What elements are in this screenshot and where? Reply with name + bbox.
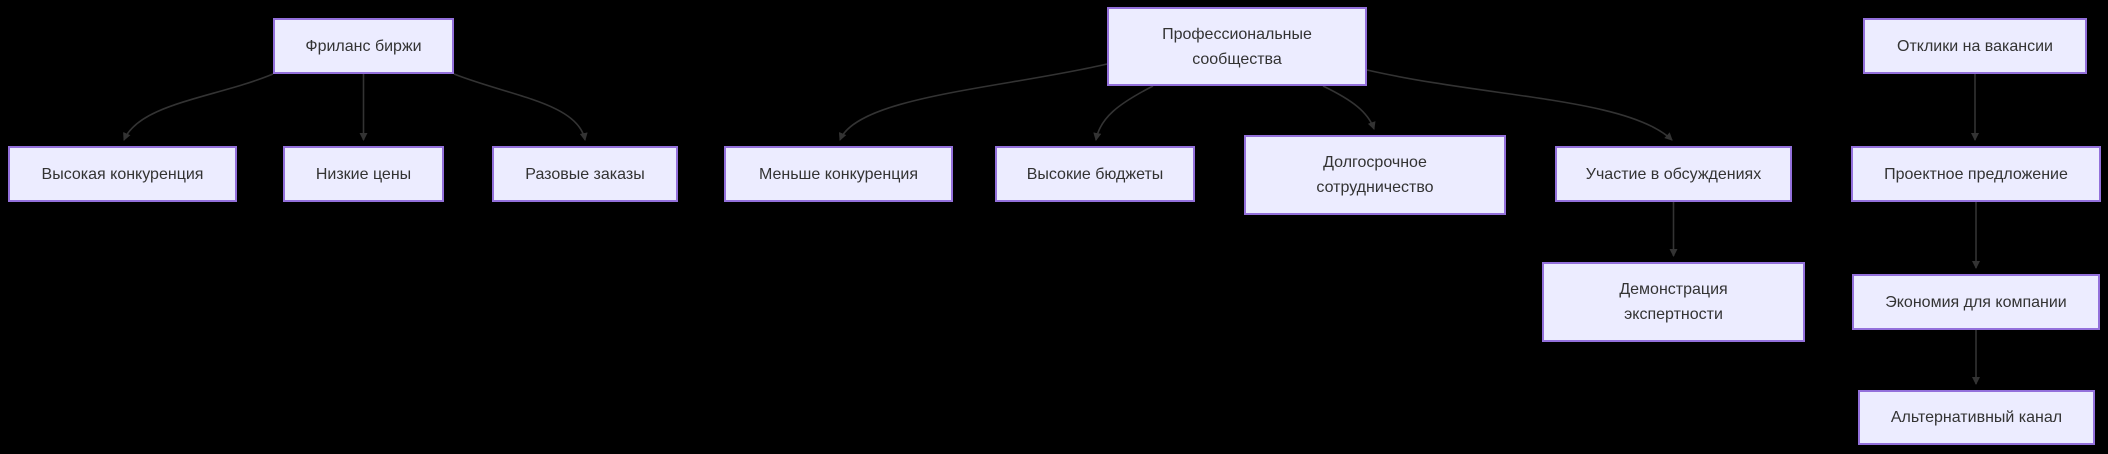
node-low-prices: Низкие цены: [283, 146, 444, 202]
node-vacancy-replies: Отклики на вакансии: [1863, 18, 2087, 74]
node-high-competition: Высокая конкуренция: [8, 146, 237, 202]
node-label: Высокая конкуренция: [41, 165, 204, 183]
node-label: Высокие бюджеты: [1026, 165, 1164, 183]
node-less-competition: Меньше конкуренция: [724, 146, 953, 202]
node-label: Демонстрация экспертности: [1619, 281, 1728, 323]
node-project-proposal: Проектное предложение: [1851, 146, 2101, 202]
node-label: Разовые заказы: [525, 165, 645, 183]
node-alternative-channel: Альтернативный канал: [1858, 390, 2095, 445]
node-freelance-exchanges: Фриланс биржи: [273, 18, 454, 74]
edge-freelance-one-time-orders: [453, 73, 588, 141]
node-label: Профессиональные сообщества: [1162, 25, 1312, 68]
node-high-budgets: Высокие бюджеты: [995, 146, 1195, 202]
node-company-savings: Экономия для компании: [1852, 274, 2100, 330]
node-label: Участие в обсуждениях: [1585, 165, 1762, 183]
node-label: Фриланс биржи: [305, 37, 422, 55]
node-label: Низкие цены: [315, 165, 412, 183]
edge-communities-high-budgets: [1093, 85, 1154, 141]
node-long-term-cooperation: Долгосрочное сотрудничество: [1244, 135, 1506, 215]
edge-communities-less-competition: [838, 63, 1108, 141]
node-label: Отклики на вакансии: [1897, 37, 2053, 55]
node-one-time-orders: Разовые заказы: [492, 146, 678, 202]
edge-freelance-high-competition: [123, 73, 274, 141]
node-label: Экономия для компании: [1885, 293, 2067, 311]
node-professional-communities: Профессиональные сообщества: [1107, 7, 1367, 86]
edge-communities-long-term: [1322, 85, 1376, 130]
node-label: Проектное предложение: [1884, 165, 2068, 183]
node-expertise-demonstration: Демонстрация экспертности: [1542, 262, 1805, 342]
node-label: Долгосрочное сотрудничество: [1316, 154, 1434, 196]
node-label: Альтернативный канал: [1890, 409, 2063, 426]
edge-communities-discussions: [1366, 69, 1673, 141]
node-label: Меньше конкуренция: [758, 165, 919, 183]
node-discussions-participation: Участие в обсуждениях: [1555, 146, 1792, 202]
